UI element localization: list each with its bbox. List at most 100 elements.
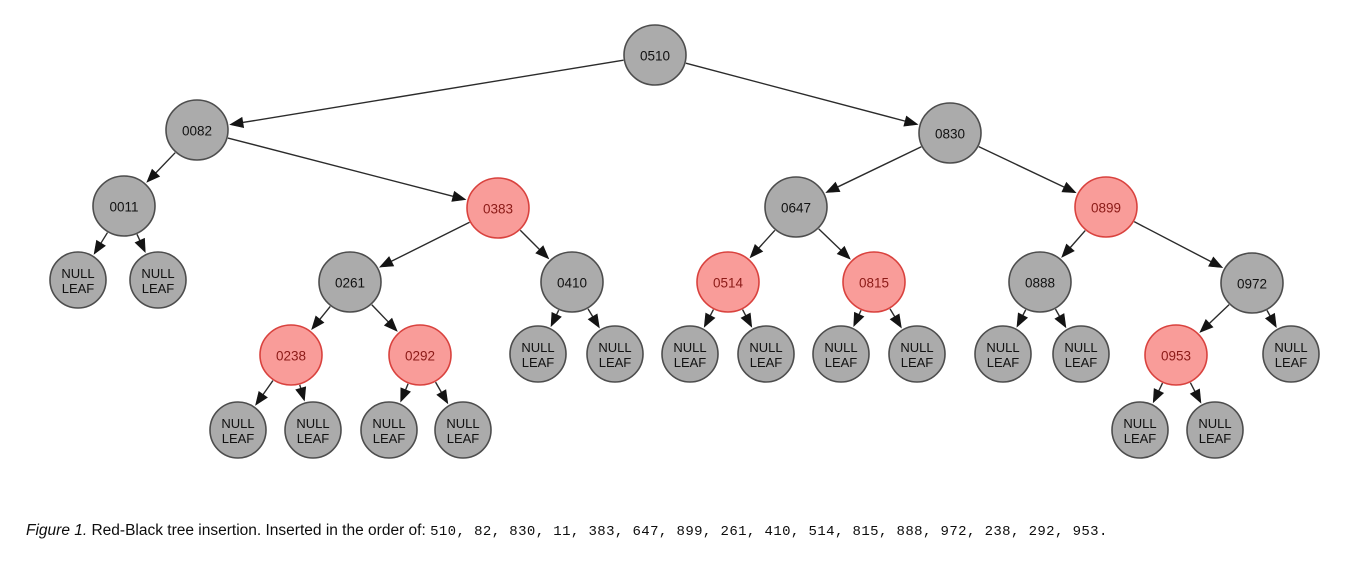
edge-arrowhead-icon (93, 239, 106, 255)
tree-edge (709, 309, 715, 316)
black-node-shape (92, 175, 156, 237)
edge-arrowhead-icon (134, 237, 146, 254)
edge-arrowhead-icon (836, 245, 851, 260)
tree-node[interactable]: 0514 (696, 251, 760, 313)
tree-edge (1158, 382, 1164, 392)
tree-node[interactable]: 0888 (1008, 251, 1072, 313)
tree-node[interactable]: 0292 (388, 324, 452, 386)
tree-node[interactable]: 0815 (842, 251, 906, 313)
tree-node[interactable]: 0082 (165, 99, 229, 161)
black-node-shape (974, 325, 1032, 383)
tree-edge (978, 145, 1065, 188)
tree-edge (741, 309, 747, 316)
tree-edge (587, 308, 594, 318)
tree-edge (818, 228, 842, 251)
black-node-shape (284, 401, 342, 459)
tree-diagram: 0510 0082 0830 0011 0383 0647 0899 0261 0410 0514… (49, 24, 1320, 459)
black-node-shape (129, 251, 187, 309)
figure-caption-sequence: 510, 82, 830, 11, 383, 647, 899, 261, 41… (430, 524, 1108, 540)
edge-arrowhead-icon (550, 311, 562, 328)
black-node-shape (49, 251, 107, 309)
edge-arrowhead-icon (229, 116, 245, 129)
black-node-shape (764, 176, 828, 238)
tree-edge (1069, 230, 1086, 248)
black-node-shape (209, 401, 267, 459)
tree-node[interactable]: 0972 (1220, 252, 1284, 314)
tree-node[interactable]: 0647 (764, 176, 828, 238)
tree-node[interactable]: 0953 (1144, 324, 1208, 386)
edge-arrowhead-icon (1152, 388, 1165, 404)
tree-edge (858, 310, 862, 315)
edge-arrowhead-icon (1208, 256, 1224, 269)
edge-arrowhead-icon (825, 181, 841, 193)
tree-edge (889, 308, 896, 318)
black-node-shape (1220, 252, 1284, 314)
edge-arrowhead-icon (295, 386, 307, 402)
tree-node[interactable]: 0261 (318, 251, 382, 313)
edge-arrowhead-icon (400, 387, 411, 403)
figure-caption: Figure 1. Red-Black tree insertion. Inse… (26, 521, 1326, 542)
tree-node[interactable]: 0830 (918, 102, 982, 164)
tree-edge (391, 221, 470, 262)
red-node-shape (259, 324, 323, 386)
tree-edge (685, 62, 906, 122)
edge-arrowhead-icon (255, 390, 268, 406)
edge-arrowhead-icon (379, 256, 395, 268)
tree-edge (434, 381, 442, 393)
tree-edge (100, 232, 109, 244)
black-node-shape (661, 325, 719, 383)
black-node-shape (509, 325, 567, 383)
tree-node[interactable]: 0899 (1074, 176, 1138, 238)
edge-arrowhead-icon (146, 168, 161, 183)
tree-edge (837, 146, 922, 188)
black-node-shape (812, 325, 870, 383)
tree-edge (155, 152, 176, 174)
nodes-layer: 0510 0082 0830 0011 0383 0647 0899 0261 0410 0514… (49, 24, 1320, 459)
red-node-shape (696, 251, 760, 313)
tree-node[interactable]: 0410 (540, 251, 604, 313)
black-node-shape (540, 251, 604, 313)
tree-edge (371, 304, 389, 323)
tree-edge (319, 305, 331, 320)
black-node-shape (1186, 401, 1244, 459)
edge-arrowhead-icon (703, 312, 716, 328)
tree-edge (404, 383, 409, 391)
black-node-shape (586, 325, 644, 383)
tree-node[interactable]: 0383 (466, 177, 530, 239)
black-node-shape (360, 401, 418, 459)
black-node-shape (918, 102, 982, 164)
tree-edge (555, 309, 560, 315)
tree-edge (242, 59, 624, 124)
tree-node[interactable]: 0011 (92, 175, 156, 237)
edge-arrowhead-icon (1054, 313, 1067, 329)
black-node-shape (1052, 325, 1110, 383)
black-node-shape (888, 325, 946, 383)
tree-node[interactable]: 0238 (259, 324, 323, 386)
edge-arrowhead-icon (1061, 243, 1075, 258)
tree-edge (758, 229, 776, 249)
edge-arrowhead-icon (749, 243, 764, 259)
tree-edge (227, 137, 454, 198)
edges-layer (93, 59, 1277, 406)
edge-arrowhead-icon (311, 315, 325, 331)
black-node-shape (623, 24, 687, 86)
tree-node[interactable]: 0510 (623, 24, 687, 86)
